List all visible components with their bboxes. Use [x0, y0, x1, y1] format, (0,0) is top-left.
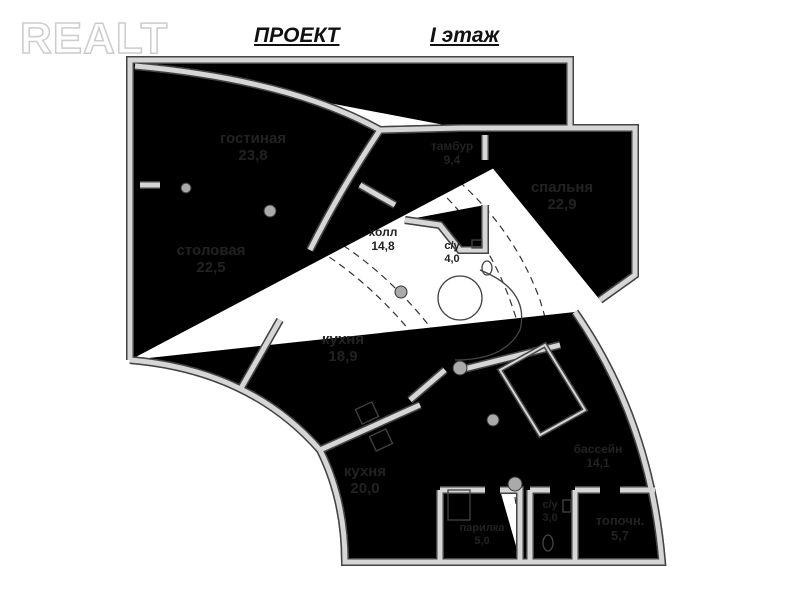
room-name: кухня	[343, 463, 387, 480]
room-area: 20,0	[350, 480, 380, 498]
room-name: холл	[368, 225, 398, 239]
room-name: топочн.	[595, 513, 645, 528]
room-area: 4,0	[444, 252, 460, 265]
floor-title: I этаж	[430, 24, 500, 47]
room-area: 14,1	[586, 455, 610, 470]
room-area: 5,0	[474, 534, 490, 547]
room-area: 23,8	[238, 147, 268, 165]
realt-watermark: REALT	[19, 13, 169, 64]
room-area: 22,9	[547, 196, 577, 214]
room-name: спальня	[530, 179, 594, 196]
staircase	[437, 269, 523, 361]
room-area: 14,8	[371, 238, 395, 253]
room-area: 5,7	[610, 527, 630, 543]
room-area: 3,0	[542, 511, 558, 524]
room-name: столовая	[176, 242, 246, 259]
room-name: с/у	[444, 240, 460, 252]
project-title: ПРОЕКТ	[254, 24, 340, 47]
room-area: 9,4	[443, 152, 461, 167]
room-area: 22,5	[196, 259, 226, 277]
room-topochnaya: топочн.5,7	[595, 513, 645, 544]
fixtures	[354, 239, 572, 552]
room-area: 18,9	[328, 348, 358, 366]
columns	[180, 182, 523, 492]
pool	[496, 341, 589, 439]
room-name: бассейн	[573, 442, 623, 456]
room-name: кухня	[321, 331, 365, 348]
room-name: парилка	[459, 522, 505, 534]
room-name: тамбур	[430, 139, 474, 153]
walls	[126, 56, 667, 566]
room-name: гостиная	[219, 130, 287, 147]
room-name: с/у	[542, 499, 558, 511]
